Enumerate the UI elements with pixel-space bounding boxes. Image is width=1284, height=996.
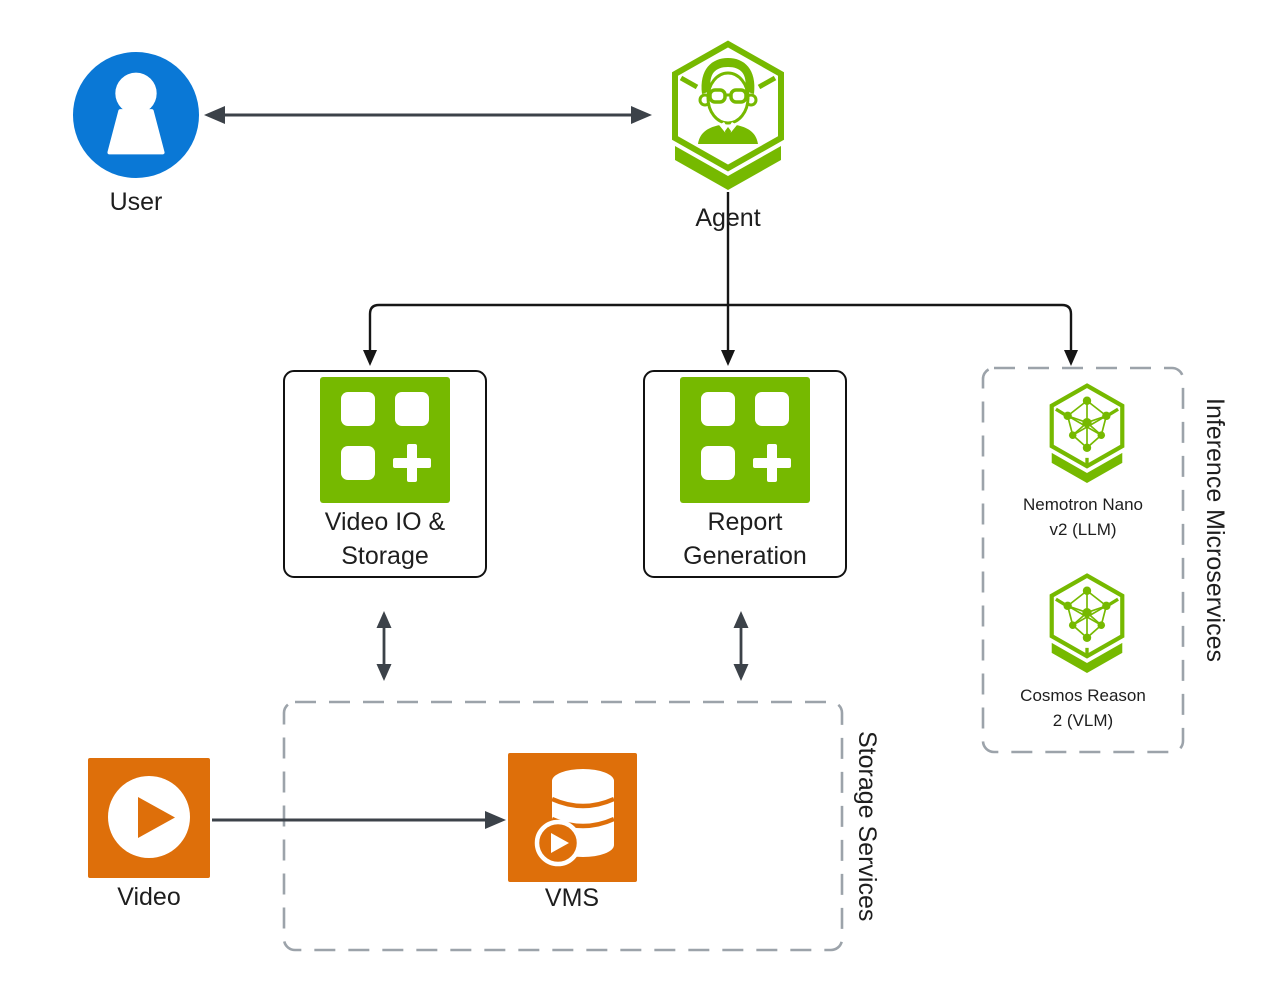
inference-microservices-group-label: Inference Microservices bbox=[1201, 398, 1229, 662]
nim-hexagon-network-icon bbox=[1045, 572, 1129, 675]
agent-label: Agent bbox=[695, 204, 761, 232]
vms-database-play-icon bbox=[508, 753, 637, 882]
user-person-icon bbox=[72, 50, 200, 180]
app-squares-plus-icon bbox=[320, 377, 450, 503]
report-storage-arrow bbox=[733, 611, 749, 681]
cosmos-label: Cosmos Reason 2 (VLM) bbox=[1020, 686, 1146, 730]
video-label: Video bbox=[117, 883, 181, 911]
videoio-storage-arrow bbox=[376, 611, 392, 681]
nemotron-label: Nemotron Nano v2 (LLM) bbox=[1022, 495, 1144, 539]
app-squares-plus-icon bbox=[680, 377, 810, 503]
storage-services-group-label: Storage Services bbox=[853, 730, 881, 922]
agent-fanout-tree bbox=[363, 192, 1078, 366]
user-agent-arrow bbox=[204, 106, 652, 124]
report-generation-label: Report Generation bbox=[683, 508, 807, 570]
video-play-icon bbox=[88, 758, 210, 878]
inference-microservices-group-box bbox=[981, 366, 1185, 754]
user-label: User bbox=[109, 188, 163, 216]
video-io-storage-node: Video IO & Storage bbox=[283, 370, 487, 578]
vms-label: VMS bbox=[544, 884, 600, 912]
storage-services-group-box bbox=[282, 700, 844, 952]
nim-hexagon-network-icon bbox=[1045, 382, 1129, 485]
agent-hexagon-icon bbox=[666, 38, 790, 196]
report-generation-node: Report Generation bbox=[643, 370, 847, 578]
video-vms-arrow bbox=[212, 811, 506, 829]
video-io-storage-label: Video IO & Storage bbox=[324, 508, 446, 570]
